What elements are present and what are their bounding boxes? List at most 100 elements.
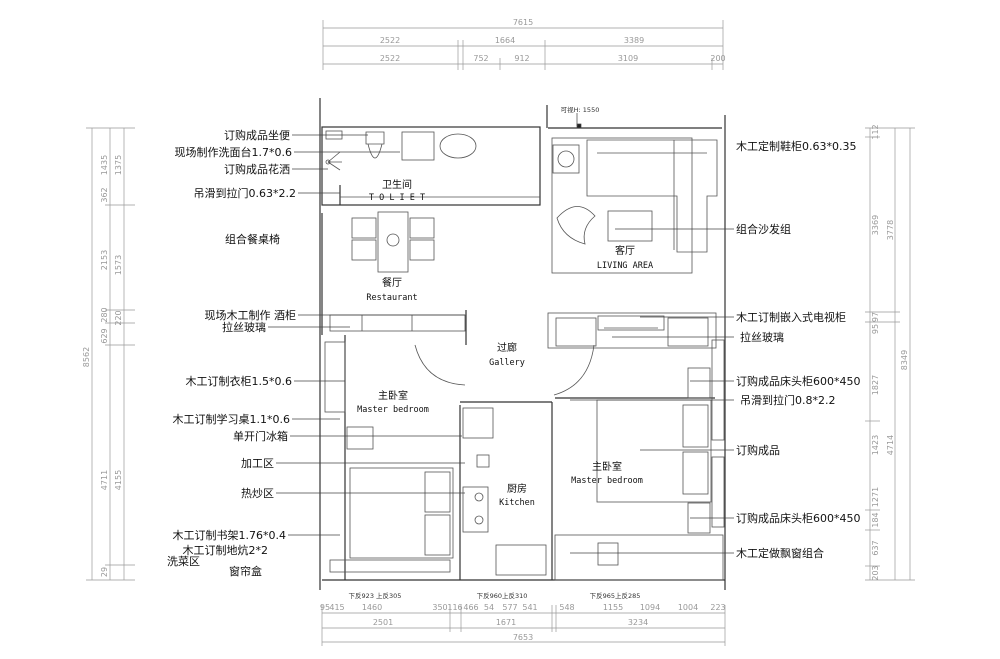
dimension-label: 1827 (871, 375, 880, 395)
dimension-label: 637 (871, 540, 880, 555)
dimension-label: 29 (100, 567, 109, 577)
room-name-en: Master bedroom (571, 476, 643, 486)
window-sill-note: 下反965上反285 (590, 591, 641, 600)
dimension-label: 220 (114, 310, 123, 325)
wardrobe (324, 341, 346, 413)
room-name: 餐厅 (382, 276, 402, 289)
sofa-icon (586, 139, 718, 253)
dimension-label: 116 (447, 603, 462, 612)
room-name: 客厅 (615, 244, 635, 257)
tv-cabinet (547, 312, 717, 349)
dimension-label: 1094 (640, 603, 660, 612)
living-area-furniture (551, 113, 718, 274)
room-name-en: Kitchen (499, 498, 535, 508)
dimension-label: 54 (484, 603, 494, 612)
dimension-label: 1460 (362, 603, 382, 612)
sink-icon (495, 544, 547, 576)
bed (349, 467, 454, 559)
room-name-en: Restaurant (366, 293, 417, 303)
dimension-label: 95 (871, 324, 880, 334)
room-name-en: Master bedroom (357, 405, 429, 415)
annotation-label: 窗帘盒 (229, 564, 262, 578)
annotation-label: 订购成品 (736, 443, 780, 457)
dining-table-set (351, 211, 435, 273)
dimension-label: 280 (100, 307, 109, 322)
dimension-label: 362 (100, 187, 109, 202)
dimension-label: 2522 (380, 54, 400, 63)
dimension-label: 3389 (624, 36, 644, 45)
dimension-label: 184 (871, 512, 880, 527)
gallery-doors (414, 344, 595, 396)
dimension-label: 4711 (100, 470, 109, 490)
dimension-label: 8562 (82, 347, 91, 367)
dimension-label: 350 (432, 603, 447, 612)
dimension-label: 1423 (871, 435, 880, 455)
annotation-label: 加工区 (241, 457, 274, 470)
dimension-label: 541 (522, 603, 537, 612)
dimension-label: 1664 (495, 36, 515, 45)
window-sill-note: 下反923 上反305 (349, 591, 402, 600)
annotation-label: 订购成品花洒 (224, 162, 290, 176)
annotation-label: 组合沙发组 (736, 222, 791, 236)
dimension-label: 2501 (373, 618, 393, 627)
dimension-label: 3369 (871, 215, 880, 235)
dimension-label: 752 (473, 54, 488, 63)
annotation-label: 订购成品坐便 (224, 128, 290, 142)
dimension-label: 112 (871, 124, 880, 139)
dimension-label: 4714 (886, 435, 895, 455)
dimension-label: 1671 (496, 618, 516, 627)
leader-lines (268, 134, 734, 554)
room-name: 厨房 (507, 482, 527, 495)
dimension-label: 1573 (114, 255, 123, 275)
dimension-label: 203 (871, 565, 880, 580)
coffee-table (607, 210, 653, 242)
bathroom-fixtures (325, 130, 540, 198)
study-desk (346, 426, 374, 450)
annotation-label: 木工订制地炕2*2 (183, 543, 269, 557)
dimension-label: 1271 (871, 487, 880, 507)
annotation-label: 订购成品床头柜600*450 (736, 374, 861, 388)
dimension-label: 1375 (114, 155, 123, 175)
annotation-label: 拉丝玻璃 (740, 330, 784, 344)
bed (596, 399, 712, 503)
dimension-label: 912 (514, 54, 529, 63)
nightstand (687, 367, 711, 399)
washbasin-counter (401, 131, 435, 161)
annotation-label: 订购成品床头柜600*450 (736, 511, 861, 525)
visible-height-note: 可视H: 1550 (561, 105, 600, 114)
dimension-label: 7615 (513, 18, 533, 27)
room-name-en: Gallery (489, 358, 525, 368)
dimension-label: 223 (710, 603, 725, 612)
annotation-label: 现场制作洗面台1.7*0.6 (175, 145, 293, 159)
room-name: 过廊 (497, 341, 517, 354)
dimension-label: 466 (463, 603, 478, 612)
annotation-label: 木工订制学习桌1.1*0.6 (173, 412, 291, 426)
dimension-label: 4155 (114, 470, 123, 490)
dimension-label: 2153 (100, 250, 109, 270)
washbasin-icon (439, 133, 477, 159)
room-name-en: T O L I E T (369, 193, 425, 203)
room-name: 卫生间 (382, 178, 412, 191)
annotation-label: 木工订制衣柜1.5*0.6 (186, 374, 293, 388)
annotation-label: 单开门冰箱 (233, 429, 288, 443)
annotation-label: 木工订制嵌入式电视柜 (736, 310, 846, 324)
wine-cabinet (329, 314, 466, 332)
bay-window (554, 534, 724, 581)
dimension-label: 3778 (886, 220, 895, 240)
room-name: 主卧室 (592, 460, 622, 473)
dimension-label: 1155 (603, 603, 623, 612)
dimension-label: 548 (559, 603, 574, 612)
annotation-label: 拉丝玻璃 (222, 320, 266, 334)
stove-icon (462, 486, 489, 533)
dimension-label: 1435 (100, 155, 109, 175)
dimension-label: 1004 (678, 603, 698, 612)
dimension-label: 3109 (618, 54, 638, 63)
dimension-label: 97 (871, 312, 880, 322)
toilet-icon (365, 131, 385, 159)
dimension-label: 577 (502, 603, 517, 612)
annotation-label: 热炒区 (241, 487, 274, 500)
walls (319, 98, 726, 590)
right-bedroom-furniture (554, 339, 725, 581)
